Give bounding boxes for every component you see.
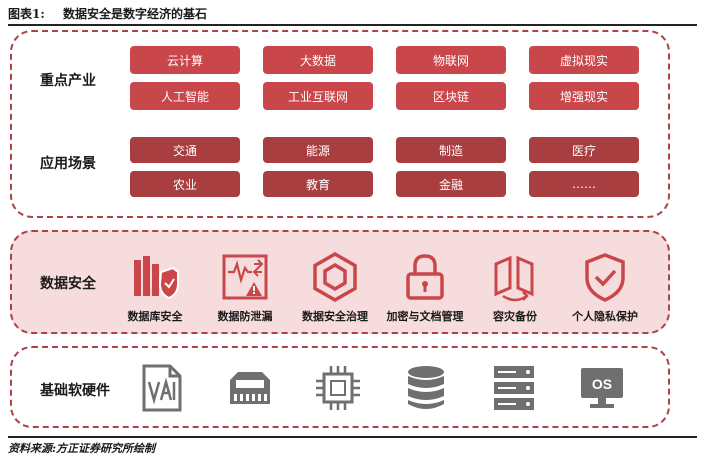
hw-item bbox=[294, 362, 382, 414]
security-item: 加密与文档管理 bbox=[380, 250, 470, 324]
database-shield-icon bbox=[134, 256, 179, 300]
scenarios-label: 应用场景 bbox=[40, 156, 96, 172]
scenarios-grid: 交通 能源 制造 医疗 农业 教育 金融 …… bbox=[130, 137, 639, 197]
security-item: 数据安全治理 bbox=[290, 250, 380, 324]
industry-chip: 大数据 bbox=[263, 46, 373, 74]
security-item-label: 个人隐私保护 bbox=[572, 310, 638, 323]
key-industries-label: 重点产业 bbox=[40, 73, 96, 89]
security-item: 个人隐私保护 bbox=[560, 250, 650, 324]
security-item-label: 数据库安全 bbox=[127, 310, 183, 323]
cpu-chip-icon bbox=[316, 366, 360, 410]
scenario-chip: 交通 bbox=[130, 137, 240, 163]
source-note: 资料来源:方正证券研究所绘制 bbox=[8, 442, 156, 455]
industry-chip: 虚拟现实 bbox=[529, 46, 639, 74]
security-item-label: 数据安全治理 bbox=[302, 310, 368, 323]
infrastructure-icons: OS bbox=[118, 362, 646, 414]
industry-chip: 工业互联网 bbox=[263, 82, 373, 110]
security-item: 容灾备份 bbox=[470, 250, 560, 324]
scenario-chip: 制造 bbox=[396, 137, 506, 163]
scenario-chip: 能源 bbox=[263, 137, 373, 163]
figure-title: 数据安全是数字经济的基石 bbox=[62, 7, 207, 21]
industry-chip: 物联网 bbox=[396, 46, 506, 74]
industry-chip: 增强现实 bbox=[529, 82, 639, 110]
industry-chip: 区块链 bbox=[396, 82, 506, 110]
hw-item bbox=[206, 362, 294, 414]
memory-module-icon bbox=[230, 372, 270, 404]
backup-icon bbox=[494, 255, 534, 302]
shield-check-icon bbox=[585, 253, 625, 302]
hw-item: OS bbox=[558, 362, 646, 414]
database-cylinder-icon bbox=[408, 366, 444, 409]
key-industries-grid: 云计算 大数据 物联网 虚拟现实 人工智能 工业互联网 区块链 增强现实 bbox=[130, 46, 639, 110]
infrastructure-label: 基础软硬件 bbox=[40, 383, 110, 399]
hexagon-icon bbox=[313, 251, 357, 303]
data-security-section bbox=[10, 230, 670, 334]
scenario-chip: 农业 bbox=[130, 171, 240, 197]
leak-warning-icon bbox=[222, 254, 268, 300]
os-monitor-icon: OS bbox=[581, 368, 623, 408]
industry-chip: 人工智能 bbox=[130, 82, 240, 110]
hw-item bbox=[470, 362, 558, 414]
os-text: OS bbox=[592, 376, 612, 392]
data-security-items: 数据库安全 数据防泄漏 数据安全治理 加密与文档管理 bbox=[110, 250, 650, 324]
infrastructure-section bbox=[10, 346, 670, 428]
vai-document-icon bbox=[142, 364, 182, 412]
security-item-label: 数据防泄漏 bbox=[217, 310, 273, 323]
bottom-rule bbox=[8, 436, 697, 438]
industry-chip: 云计算 bbox=[130, 46, 240, 74]
figure-number: 图表1: bbox=[8, 7, 45, 21]
server-rack-icon bbox=[494, 366, 534, 410]
security-item-label: 加密与文档管理 bbox=[386, 310, 464, 323]
security-item-label: 容灾备份 bbox=[493, 310, 537, 323]
scenario-chip: …… bbox=[529, 171, 639, 197]
security-item: 数据库安全 bbox=[110, 250, 200, 324]
scenario-chip: 医疗 bbox=[529, 137, 639, 163]
security-item: 数据防泄漏 bbox=[200, 250, 290, 324]
industries-section bbox=[10, 30, 670, 218]
hw-item bbox=[118, 362, 206, 414]
top-rule bbox=[8, 24, 697, 26]
padlock-icon bbox=[406, 254, 444, 300]
data-security-label: 数据安全 bbox=[40, 276, 96, 292]
scenario-chip: 金融 bbox=[396, 171, 506, 197]
hw-item bbox=[382, 362, 470, 414]
scenario-chip: 教育 bbox=[263, 171, 373, 197]
figure-caption: 图表1: 数据安全是数字经济的基石 bbox=[8, 5, 207, 22]
